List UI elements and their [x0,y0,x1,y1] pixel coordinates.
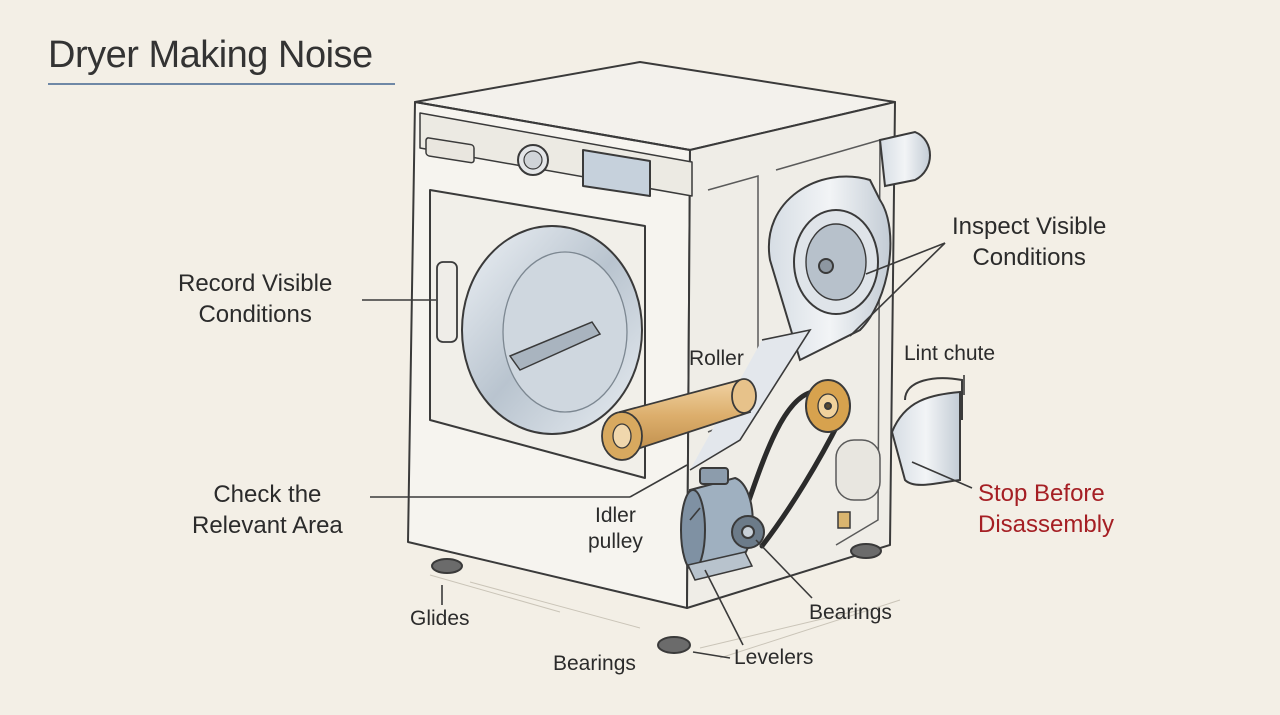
title-underline [48,83,395,85]
label-lint-chute: Lint chute [904,342,996,365]
label-idler-line-2: pulley [588,530,643,553]
label-record-visible-conditions: Record Visible Conditions [178,268,332,330]
label-stop-before-disassembly: Stop Before Disassembly [978,478,1114,540]
idler-pulley-icon [805,379,851,433]
label-inspect-line-1: Inspect Visible [952,213,1107,240]
label-idler-line-1: Idler [595,504,636,527]
label-bearings-motor: Bearings [809,601,892,624]
exhaust-duct [890,377,963,486]
label-record-line-2: Conditions [198,301,312,328]
label-inspect-line-2: Conditions [972,244,1086,271]
label-check-relevant-area: Check the Relevant Area [192,479,343,541]
dryer-feet [431,511,882,654]
floor-shading [429,574,901,659]
drum-roller-icon [601,378,757,461]
label-check-line-1: Check the [213,481,322,508]
label-levelers: Levelers [734,646,814,669]
drum-opening [461,225,643,435]
rear-panel [707,139,881,546]
label-roller: Roller [689,347,744,370]
page-title: Dryer Making Noise [48,34,373,76]
label-stop-line-2: Disassembly [978,511,1115,538]
label-bearings-foot: Bearings [553,652,636,675]
label-inspect-visible-conditions: Inspect Visible Conditions [952,211,1106,273]
label-record-line-1: Record Visible [178,270,333,297]
label-stop-line-1: Stop Before [978,480,1105,507]
leader-lines [362,242,973,659]
label-check-line-2: Relevant Area [192,512,343,539]
label-glides: Glides [410,607,470,630]
blower-fan-icon [689,130,931,471]
label-idler-pulley: Idler pulley [588,503,643,555]
